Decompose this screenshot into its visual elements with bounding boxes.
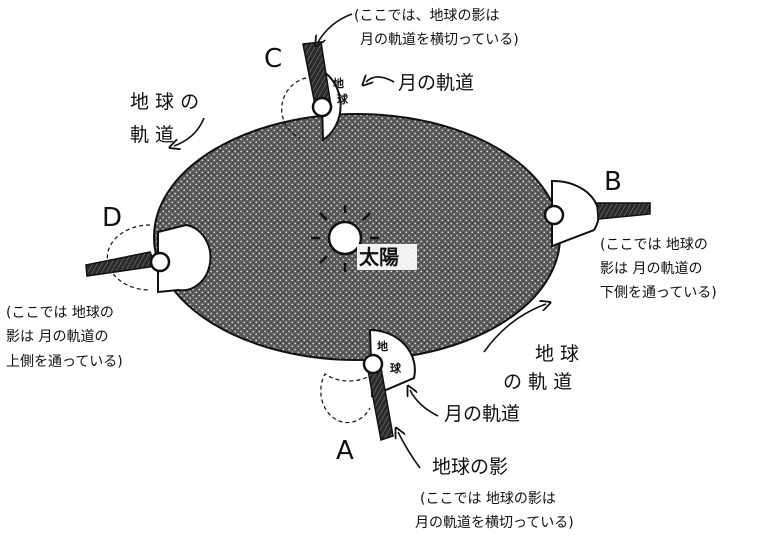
moon-orbit-label-c: 月の軌道 xyxy=(398,72,474,94)
point-label-d: D xyxy=(102,203,122,233)
earth-label-a-bottom: 球 xyxy=(390,361,402,375)
note-d-line2: 影は 月の軌道の xyxy=(6,329,108,345)
earth-shadow-d xyxy=(86,252,156,276)
note-c-line2: 月の軌道を横切っている) xyxy=(360,32,519,48)
earth-a xyxy=(364,355,382,373)
arrow-moon-orbit-a xyxy=(410,390,438,416)
note-c-line1: (ここでは、地球の影は xyxy=(354,8,499,24)
arrow-earth-shadow-a xyxy=(398,432,420,468)
point-label-b: B xyxy=(604,167,622,197)
earth-shadow-label-a: 地球の影 xyxy=(432,456,508,478)
position-d-group xyxy=(86,225,210,292)
arrow-earth-orbit-top xyxy=(174,118,204,146)
moon-orbit-dashed-a xyxy=(321,374,373,423)
earth-orbit-label-top-1: 地 球 の xyxy=(130,91,199,113)
note-a-line2: 月の軌道を横切っている) xyxy=(415,515,574,531)
note-b-line3: 下側を通っている) xyxy=(600,285,717,301)
earth-label-c-top: 地 xyxy=(333,76,344,90)
earth-shadow-b xyxy=(597,203,650,219)
earth-orbit-label-right-2: の 軌 道 xyxy=(503,371,572,393)
arrow-note-c xyxy=(318,14,352,42)
earth-d xyxy=(151,253,169,271)
earth-orbit-label-top-2: 軌 道 xyxy=(130,124,174,146)
sun-label: 太陽 xyxy=(359,245,399,269)
note-b-line1: (ここでは 地球の xyxy=(600,237,708,253)
note-d-line1: (ここでは 地球の xyxy=(6,305,114,321)
earth-label-c-bottom: 球 xyxy=(337,92,349,106)
note-d-line3: 上側を通っている) xyxy=(6,354,123,370)
note-a-line1: (ここでは 地球の影は xyxy=(420,491,556,507)
earth-label-a-top: 地 xyxy=(377,339,388,353)
earth-b xyxy=(545,206,563,224)
arrow-moon-orbit-c xyxy=(366,77,394,82)
earth-c xyxy=(313,98,331,116)
point-label-c: C xyxy=(264,44,282,74)
note-b-line2: 影は 月の軌道の xyxy=(600,261,702,277)
point-label-a: A xyxy=(336,436,354,466)
moon-orbit-label-a: 月の軌道 xyxy=(444,403,520,425)
earth-orbit-label-right-1: 地 球 xyxy=(535,343,579,365)
